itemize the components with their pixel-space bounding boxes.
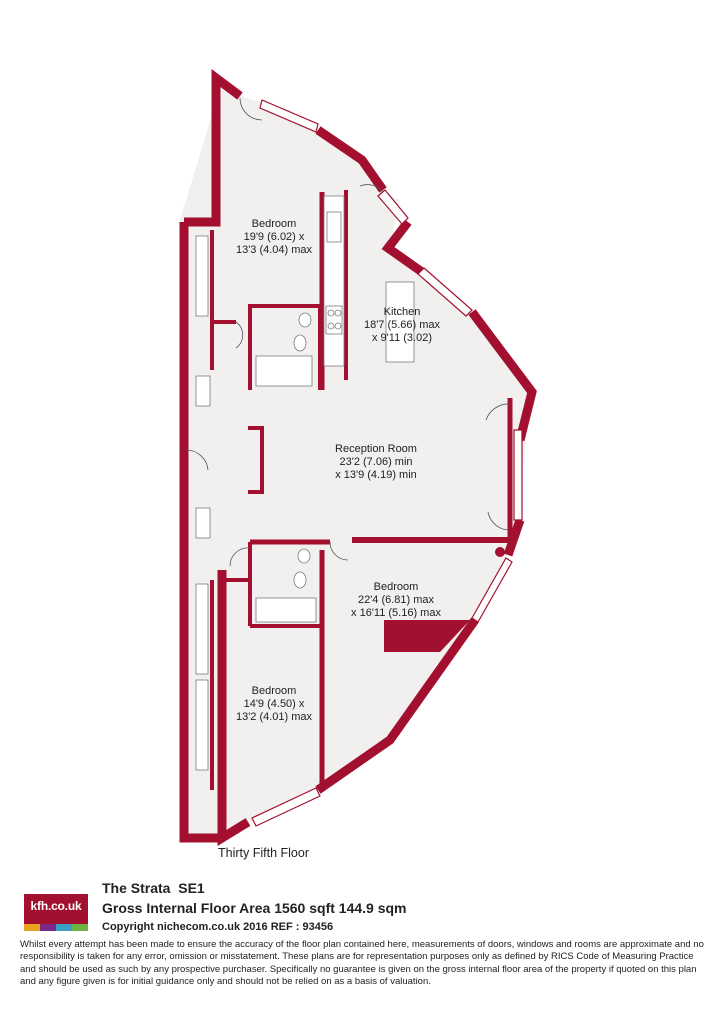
room-dims2-bedroom1: 13'3 (4.04) max [236,244,313,256]
room-dims1-bedroom2: 22'4 (6.81) max [358,594,435,606]
basin-1 [298,312,312,328]
logo-strip-blue [56,924,72,931]
logo-strip-purple [40,924,56,931]
outer-wall-northeast [315,126,387,193]
room-label-bedroom3: Bedroom [252,685,297,697]
floor-label: Thirty Fifth Floor [218,846,309,860]
room-dims1-reception: 23'2 (7.06) min [339,456,412,468]
logo-strip-orange [24,924,40,931]
door-arc-kitchen [359,184,384,193]
logo-color-strip [24,924,88,931]
gross-area: Gross Internal Floor Area 1560 sqft 144.… [102,900,407,916]
kfh-logo: kfh.co.uk [24,894,88,924]
wardrobe-bedroom3 [195,583,209,675]
logo-strip-green [72,924,88,931]
window-bedroom2 [471,557,513,623]
kitchen-island [385,281,415,363]
wc-1 [293,334,307,352]
room-dims1-bedroom3: 14'9 (4.50) x [244,698,305,710]
logo-text: kfh.co.uk [30,899,82,913]
shower-tray [255,355,313,387]
windows [251,99,523,827]
walls [179,69,537,847]
room-dims2-kitchen: x 9'11 (3.02) [372,332,432,344]
property-title: The Strata SE1 [102,880,205,896]
room-label-bedroom2: Bedroom [374,581,419,593]
wc-2 [293,571,307,589]
room-dims1-bedroom1: 19'9 (6.02) x [244,231,305,243]
room-dims2-bedroom3: 13'2 (4.01) max [236,711,313,723]
door-arc-reception-lower [487,511,511,531]
window-bedroom1 [259,99,319,133]
room-dims2-reception: x 13'9 (4.19) min [335,469,417,481]
outer-wall-east-lower [503,518,525,557]
door-arc-bathroom2 [229,547,251,567]
outer-wall-north [184,69,243,227]
kitchen-sink [326,211,342,243]
window-kitchen-east [417,267,473,317]
fixtures [195,195,415,771]
room-labels: Bedroom 19'9 (6.02) x 13'3 (4.04) max Ki… [236,218,442,723]
room-label-kitchen: Kitchen [384,306,421,318]
basin-2 [297,548,311,564]
hob-ring-3 [327,322,335,330]
room-dims1-kitchen: 18'7 (5.66) max [364,319,441,331]
bedroom2-wardrobe-block [384,620,470,652]
window-bedroom3 [251,787,321,827]
wardrobe-bedroom1 [195,235,209,317]
room-label-reception: Reception Room [335,443,417,455]
column-dot [495,547,505,557]
outer-wall-west [179,222,222,843]
door-arc-bedroom2 [329,541,349,561]
hob-ring-4 [334,322,342,330]
window-reception [513,429,523,521]
outer-wall-kitchen-notch [381,219,425,276]
door-arc-reception-upper [485,403,511,421]
disclaimer-text: Whilst every attempt has been made to en… [20,939,704,987]
room-label-bedroom1: Bedroom [252,218,297,230]
doors [185,97,511,567]
wardrobe-bedroom3-b [195,679,209,771]
door-arc-bedroom1 [239,97,263,121]
cupboard-hall-1 [195,375,211,407]
hob-ring-1 [327,309,335,317]
cupboard-hall-2 [195,507,211,539]
floor-plan: Bedroom 19'9 (6.02) x 13'3 (4.04) max Ki… [179,69,537,847]
window-kitchen-corner [377,189,409,225]
copyright-line: Copyright nichecom.co.uk 2016 REF : 9345… [102,921,334,933]
outer-wall-east [468,309,537,442]
hob-ring-2 [334,309,342,317]
room-dims2-bedroom2: x 16'11 (5.16) max [351,607,441,619]
door-arc-bedroom1-internal [235,321,244,349]
door-arc-entrance [185,449,209,471]
outer-wall-southeast [315,617,479,794]
bathtub [255,597,317,623]
